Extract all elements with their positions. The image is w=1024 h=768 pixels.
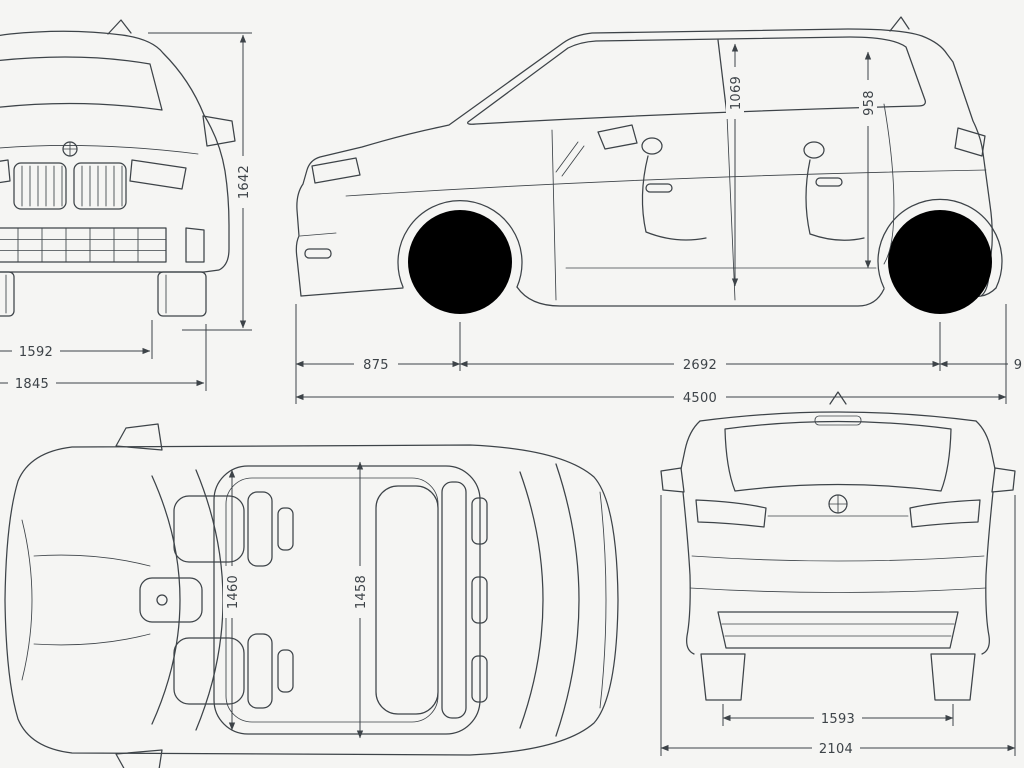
brand-roundel-icon [62, 141, 78, 157]
side-intake-icon [185, 227, 205, 263]
side-sill [516, 286, 885, 307]
rear-right-side [975, 420, 996, 655]
dim-interior-width-front: 1460 [223, 566, 241, 618]
rear-door-seam [883, 103, 895, 265]
tailgate-line [691, 555, 985, 562]
rear-bumper-bottom [980, 287, 997, 297]
dim-label-rear-track: 1593 [821, 712, 855, 727]
dim-label-interior-width-front: 1460 [226, 575, 241, 609]
rear-left-wheel [700, 653, 746, 701]
dim-label-front-track: 1592 [19, 345, 53, 360]
front-wheels [0, 271, 207, 317]
top-body-outline [4, 444, 619, 756]
side-view-drawing [295, 16, 1003, 314]
rear-seat-profile [803, 141, 865, 241]
hood-crease-lines [33, 554, 151, 646]
kidney-grille-icon [13, 162, 127, 210]
windshield-arcs [151, 469, 224, 731]
rear-roundel-icon [828, 494, 848, 514]
front-seat-profile [641, 137, 707, 241]
dim-label-body-width: 1845 [15, 377, 49, 392]
dim-height: 1642 [234, 156, 252, 208]
rear-left-mirror-icon [660, 467, 685, 493]
front-view-dimensions: 1642 1592 1845 [0, 32, 252, 392]
center-console [139, 577, 203, 623]
b-pillar [717, 39, 728, 116]
front-windshield [0, 56, 163, 111]
left-headlight-icon [0, 159, 11, 184]
right-headlight-icon [129, 159, 187, 190]
rear-window-arcs [519, 463, 580, 737]
third-brake-light-icon [814, 415, 862, 426]
side-headlight-icon [311, 157, 361, 184]
rear-left-side [680, 420, 701, 655]
right-mirror-icon [202, 115, 236, 147]
rear-view-drawing [660, 391, 1016, 701]
rear-wheel [888, 210, 992, 314]
top-view-dimensions: 1460 1458 [223, 461, 369, 739]
side-view-dimensions: 1069 958 875 2692 9 4500 [295, 43, 1024, 406]
rear-door-handle-icon [815, 177, 843, 187]
steering-column [555, 141, 585, 177]
rear-wheel-arch [877, 198, 1003, 289]
dim-label-overall-length: 4500 [683, 391, 717, 406]
rear-right-mirror-icon [991, 467, 1016, 493]
roof-outline [213, 465, 481, 735]
top-view-drawing [4, 423, 619, 768]
front-door-handle-icon [645, 183, 673, 193]
side-glass-outline [467, 36, 926, 125]
dim-label-overall-height: 1642 [237, 165, 252, 199]
side-body-outline [295, 28, 993, 300]
hood-line [0, 145, 199, 155]
dim-label-front-overhang: 875 [363, 358, 389, 373]
dim-label-interior-height-rear: 958 [862, 90, 877, 116]
bottom-mirror-icon [115, 749, 163, 768]
fog-light-icon [304, 248, 332, 259]
taillight-icon [954, 127, 986, 157]
front-bumper-bottom [300, 287, 404, 297]
dim-label-overall-width: 2104 [819, 742, 853, 757]
right-taillight-icon [909, 499, 981, 528]
top-mirror-icon [115, 423, 163, 451]
front-bumper-line [21, 519, 33, 681]
dim-interior-height-rear: 958 [859, 80, 877, 126]
dim-interior-height-front: 1069 [726, 67, 744, 119]
front-wheel [408, 210, 512, 314]
rear-roof-line [699, 411, 977, 422]
front-bumper-mesh [0, 227, 167, 263]
rear-right-wheel [930, 653, 976, 701]
front-intake-line [299, 232, 337, 237]
rear-view-dimensions: 1593 2104 [660, 495, 1016, 757]
dim-label-interior-width-rear: 1458 [354, 575, 369, 609]
rear-diffuser [717, 611, 959, 649]
dim-label-rear-overhang-partial: 9 [1014, 358, 1023, 373]
left-taillight-icon [695, 499, 767, 528]
front-view-drawing [0, 19, 236, 317]
dim-interior-width-rear: 1458 [351, 566, 369, 618]
roof-antenna-icon [107, 19, 132, 35]
rear-bench-plan [375, 481, 488, 719]
front-body-outline [0, 30, 230, 273]
side-mirror-icon [597, 124, 638, 150]
front-wheel-arch [397, 199, 523, 288]
rear-window [724, 420, 952, 492]
panoramic-roof [225, 477, 439, 723]
shark-fin-antenna-icon [889, 16, 910, 32]
character-line [345, 169, 987, 197]
dim-label-interior-height-front: 1069 [729, 76, 744, 110]
rear-spoiler-edge [599, 491, 607, 709]
rear-antenna-icon [829, 391, 847, 405]
dim-label-wheelbase: 2692 [683, 358, 717, 373]
bumper-line [689, 587, 987, 593]
front-seats-plan [173, 491, 294, 709]
